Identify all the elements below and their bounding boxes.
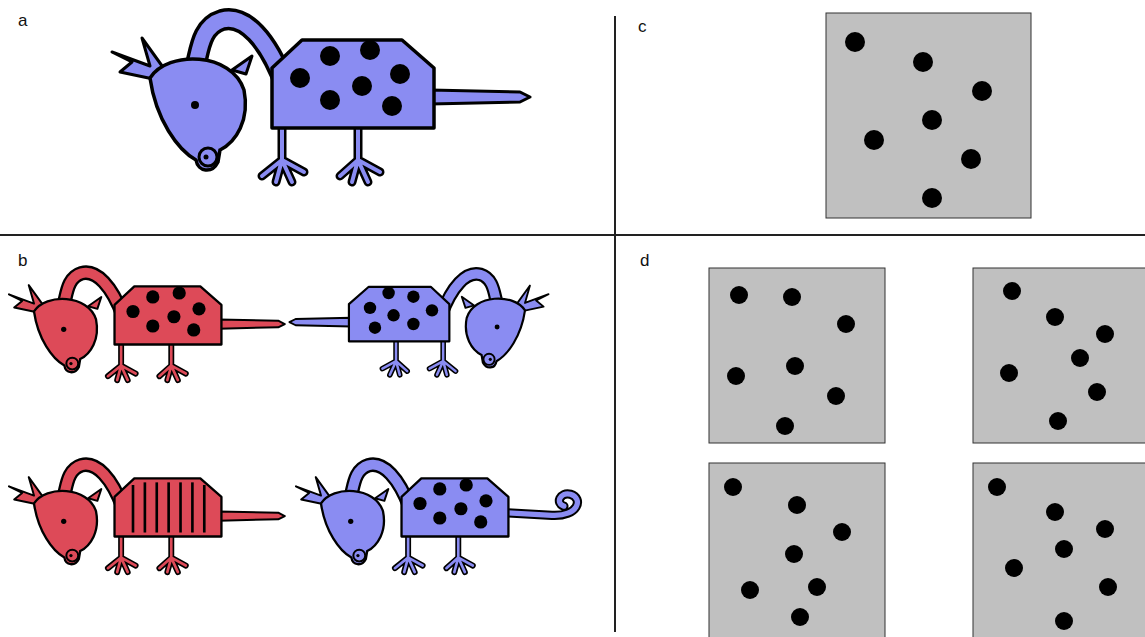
creature-figure <box>112 19 530 182</box>
dot-square <box>709 463 885 637</box>
dot-square <box>826 13 1031 218</box>
dot-square <box>973 268 1145 443</box>
divider-line <box>0 234 1145 236</box>
creature-figure <box>9 465 285 572</box>
panel-letter: a <box>18 12 27 29</box>
panel-letter: c <box>638 18 647 35</box>
dot-square <box>973 463 1145 637</box>
creature-figure <box>289 274 548 375</box>
creature-figure <box>296 465 578 572</box>
divider-line <box>614 16 616 632</box>
panel-letter: b <box>18 252 27 269</box>
creature-figure <box>9 273 285 380</box>
panel-letter: d <box>640 252 649 269</box>
dot-square <box>709 268 885 443</box>
